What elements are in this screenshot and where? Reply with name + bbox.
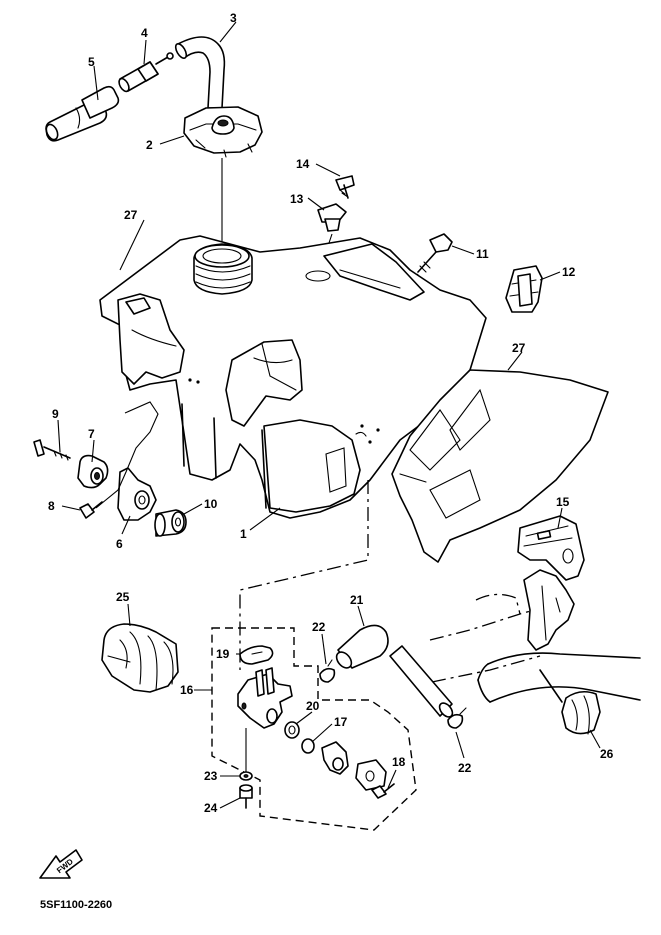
fuel-cock[interactable] <box>237 667 293 729</box>
callout-10: 10 <box>204 497 218 511</box>
callout-5: 5 <box>88 55 95 69</box>
part-8-screw[interactable] <box>79 501 103 519</box>
part-18-lever[interactable] <box>321 741 349 775</box>
callout-22b: 22 <box>458 761 472 775</box>
callout-14: 14 <box>296 157 310 171</box>
part-7-damper[interactable] <box>77 454 109 489</box>
callout-9: 9 <box>52 407 59 421</box>
callout-11: 11 <box>476 247 489 261</box>
callout-23: 23 <box>204 769 218 783</box>
part-3-breather-hose[interactable] <box>174 36 226 109</box>
part-18-plate[interactable] <box>355 759 387 791</box>
part-21-fuel-hose[interactable] <box>334 624 455 719</box>
part-18-screw[interactable] <box>371 783 395 799</box>
callout-12: 12 <box>562 265 576 279</box>
frame-outline <box>429 569 641 703</box>
part-23-washer[interactable] <box>239 771 253 781</box>
callout-4: 4 <box>141 26 148 40</box>
callout-7: 7 <box>88 427 95 441</box>
part-5-hose[interactable] <box>44 85 120 142</box>
part-12-clamp[interactable] <box>505 265 543 313</box>
part-17-seal[interactable] <box>301 738 315 754</box>
part-9-bolt[interactable] <box>33 439 71 461</box>
leader-lines <box>57 21 601 809</box>
part-26-guard[interactable] <box>561 690 601 735</box>
callout-16: 16 <box>180 683 194 697</box>
callout-1: 1 <box>240 527 247 541</box>
part-11-bolt[interactable] <box>417 233 453 273</box>
callout-13: 13 <box>290 192 304 206</box>
part-10-collar[interactable] <box>154 509 187 537</box>
callout-17: 17 <box>334 715 348 729</box>
callout-2: 2 <box>146 138 153 152</box>
part-24-bolt[interactable] <box>239 784 253 809</box>
diagram-code: 5SF1100-2260 <box>40 899 112 911</box>
callout-6: 6 <box>116 537 123 551</box>
callout-22a: 22 <box>312 620 326 634</box>
callout-25: 25 <box>116 590 130 604</box>
fuel-cock-assembly-group <box>211 627 417 831</box>
callout-24: 24 <box>204 801 218 815</box>
part-20-o-ring[interactable] <box>284 721 300 739</box>
part-4-joint[interactable] <box>117 52 174 93</box>
callout-20: 20 <box>306 699 320 713</box>
callout-8: 8 <box>48 499 55 513</box>
part-2-fuel-cap[interactable] <box>183 106 263 158</box>
callout-15: 15 <box>556 495 570 509</box>
part-15-clamp[interactable] <box>517 515 585 581</box>
part-14-screw[interactable] <box>335 175 355 199</box>
part-6-bracket[interactable] <box>117 467 157 521</box>
part-27-shroud-right[interactable] <box>391 369 609 563</box>
callout-21: 21 <box>350 593 364 607</box>
part-19-plate[interactable] <box>239 645 274 665</box>
fwd-arrow-icon: FWD <box>39 849 83 879</box>
part-13-damper[interactable] <box>317 203 347 232</box>
callout-27a: 27 <box>124 208 138 222</box>
callout-26: 26 <box>600 747 614 761</box>
callout-18: 18 <box>392 755 406 769</box>
part-22-clip-upper[interactable] <box>319 659 336 683</box>
callout-27b: 27 <box>512 341 526 355</box>
part-22-clip-lower[interactable] <box>447 707 467 729</box>
part-1-fuel-tank[interactable] <box>99 235 487 519</box>
callout-labels: 3 4 5 2 14 13 11 12 27 27 9 7 8 6 10 1 1… <box>40 11 614 911</box>
part-25-guard[interactable] <box>101 623 179 693</box>
callout-19: 19 <box>216 647 230 661</box>
callout-3: 3 <box>230 11 237 25</box>
